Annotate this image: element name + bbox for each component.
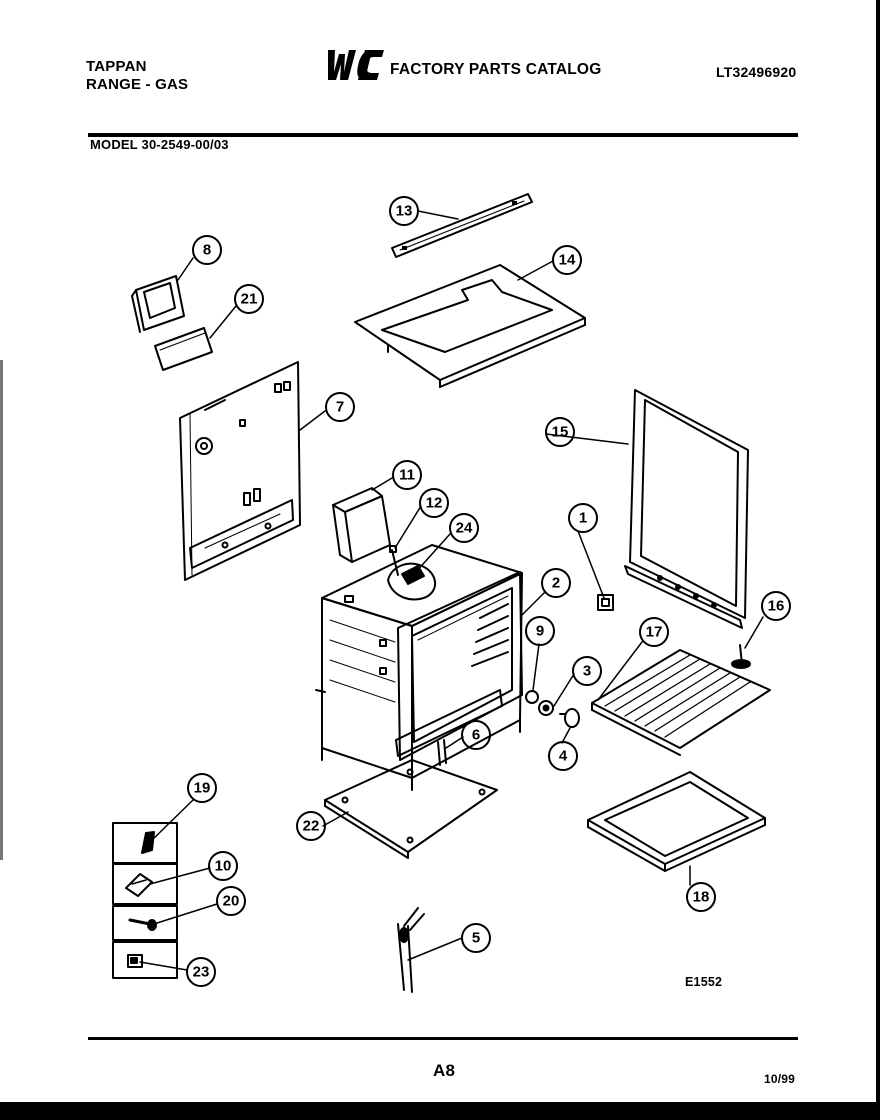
- svg-text:21: 21: [241, 291, 258, 308]
- callout-7: 7: [325, 392, 355, 422]
- part-20-box: [112, 905, 178, 941]
- part-17-oven-rack: [591, 649, 771, 756]
- product-type: RANGE - GAS: [86, 76, 189, 93]
- callout-18: 18: [686, 882, 716, 912]
- part-14-top-panel: [354, 264, 586, 388]
- figure-code: E1552: [685, 975, 723, 989]
- callout-9: 9: [525, 616, 555, 646]
- svg-text:2: 2: [552, 575, 560, 592]
- callout-1: 1: [568, 503, 598, 533]
- svg-text:1: 1: [579, 510, 587, 527]
- svg-text:20: 20: [223, 893, 240, 910]
- callout-6: 6: [461, 720, 491, 750]
- svg-text:6: 6: [472, 727, 480, 744]
- svg-text:9: 9: [536, 623, 544, 640]
- svg-text:19: 19: [194, 780, 211, 797]
- scan-edge-left: [0, 360, 3, 860]
- leader-lines: [139, 210, 764, 971]
- part-21-plate: [154, 327, 213, 371]
- header-rule: [88, 133, 798, 137]
- svg-text:18: 18: [693, 889, 710, 906]
- scan-edge-right: [876, 0, 880, 1120]
- svg-text:8: 8: [203, 242, 211, 259]
- revision-date: 10/99: [764, 1072, 796, 1086]
- svg-text:5: 5: [472, 930, 480, 947]
- part-7-back-panel: [179, 361, 301, 581]
- callout-13: 13: [389, 196, 419, 226]
- svg-text:23: 23: [193, 964, 210, 981]
- svg-text:16: 16: [768, 598, 785, 615]
- svg-text:22: 22: [303, 818, 320, 835]
- svg-text:13: 13: [396, 203, 413, 220]
- svg-text:11: 11: [399, 467, 415, 484]
- svg-text:10: 10: [215, 858, 232, 875]
- callout-4: 4: [548, 741, 578, 771]
- svg-text:14: 14: [559, 252, 576, 269]
- callout-19: 19: [187, 773, 217, 803]
- part-22-bottom-panel: [324, 759, 498, 859]
- part-8-bracket-box: [131, 275, 185, 333]
- callout-24: 24: [449, 513, 479, 543]
- part-4-cap: [559, 708, 580, 728]
- callout-3: 3: [572, 656, 602, 686]
- catalog-code: LT32496920: [716, 64, 797, 80]
- svg-text:12: 12: [426, 495, 443, 512]
- part-6-bracket: [437, 739, 447, 766]
- part-19-box: [112, 822, 178, 864]
- callout-8: 8: [192, 235, 222, 265]
- svg-text:3: 3: [583, 663, 591, 680]
- model-number: MODEL 30-2549-00/03: [90, 137, 229, 152]
- part-13-trim-strip: [391, 193, 533, 258]
- svg-text:7: 7: [336, 399, 344, 416]
- part-1-receptacle: [597, 594, 614, 611]
- callout-11: 11: [392, 460, 422, 490]
- part-18-broiler-pan: [587, 771, 766, 872]
- part-10-box: [112, 863, 178, 905]
- callout-22: 22: [296, 811, 326, 841]
- callout-17: 17: [639, 617, 669, 647]
- part-2-oven-body: [315, 544, 523, 791]
- part-15-door-frame: [624, 389, 749, 629]
- part-11-bracket: [332, 487, 391, 563]
- callout-23: 23: [186, 957, 216, 987]
- part-24-burner: [387, 562, 437, 601]
- part-16-hinge: [731, 644, 751, 669]
- wci-logo: [322, 48, 386, 82]
- brand-name: TAPPAN: [86, 58, 147, 75]
- scan-edge-bottom: [0, 1102, 880, 1120]
- callout-16: 16: [761, 591, 791, 621]
- callout-12: 12: [419, 488, 449, 518]
- svg-text:17: 17: [646, 624, 663, 641]
- svg-text:24: 24: [456, 520, 473, 537]
- svg-text:15: 15: [552, 424, 569, 441]
- callout-15: 15: [545, 417, 575, 447]
- svg-text:4: 4: [559, 748, 568, 765]
- callout-5: 5: [461, 923, 491, 953]
- part-23-box: [112, 941, 178, 979]
- page-id: A8: [433, 1061, 456, 1080]
- callout-21: 21: [234, 284, 264, 314]
- catalog-title: FACTORY PARTS CATALOG: [390, 61, 602, 78]
- callout-20: 20: [216, 886, 246, 916]
- callout-2: 2: [541, 568, 571, 598]
- part-9-nut: [525, 690, 539, 704]
- part-3-nut: [538, 700, 554, 716]
- callout-14: 14: [552, 245, 582, 275]
- callout-10: 10: [208, 851, 238, 881]
- footer-rule: [88, 1037, 798, 1040]
- part-5-bracket: [397, 907, 425, 993]
